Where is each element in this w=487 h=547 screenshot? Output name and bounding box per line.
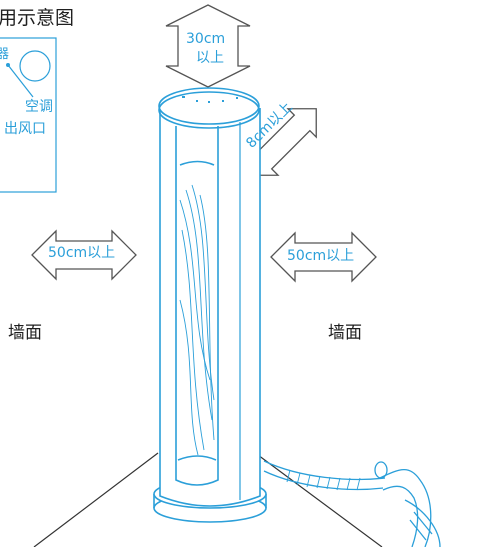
tower-air-conditioner bbox=[153, 87, 267, 523]
drain-hose bbox=[263, 460, 441, 547]
left-double-arrow bbox=[31, 229, 137, 281]
diagram-title: 用示意图 bbox=[0, 7, 75, 29]
floor-line-right bbox=[257, 454, 383, 547]
floor-line-left bbox=[33, 452, 159, 547]
right-double-arrow bbox=[270, 231, 377, 283]
sensor-circle-icon bbox=[19, 50, 51, 82]
legend-outlet-label-line2: 出风口 bbox=[4, 121, 46, 137]
legend-sensor-label: 器 bbox=[0, 47, 10, 62]
top-double-arrow bbox=[165, 4, 251, 88]
top-clearance-value: 30cm bbox=[186, 31, 226, 47]
right-clearance-label: 50cm以上 bbox=[287, 248, 355, 264]
legend-outlet-label-line1: 空调 bbox=[25, 99, 53, 115]
wall-label-left: 墙面 bbox=[8, 323, 42, 343]
wall-label-right: 墙面 bbox=[328, 323, 362, 343]
left-clearance-label: 50cm以上 bbox=[48, 245, 116, 261]
legend-pointer-line bbox=[7, 64, 34, 98]
top-clearance-suffix: 以上 bbox=[196, 50, 224, 66]
legend-pointer-dot bbox=[6, 63, 10, 67]
